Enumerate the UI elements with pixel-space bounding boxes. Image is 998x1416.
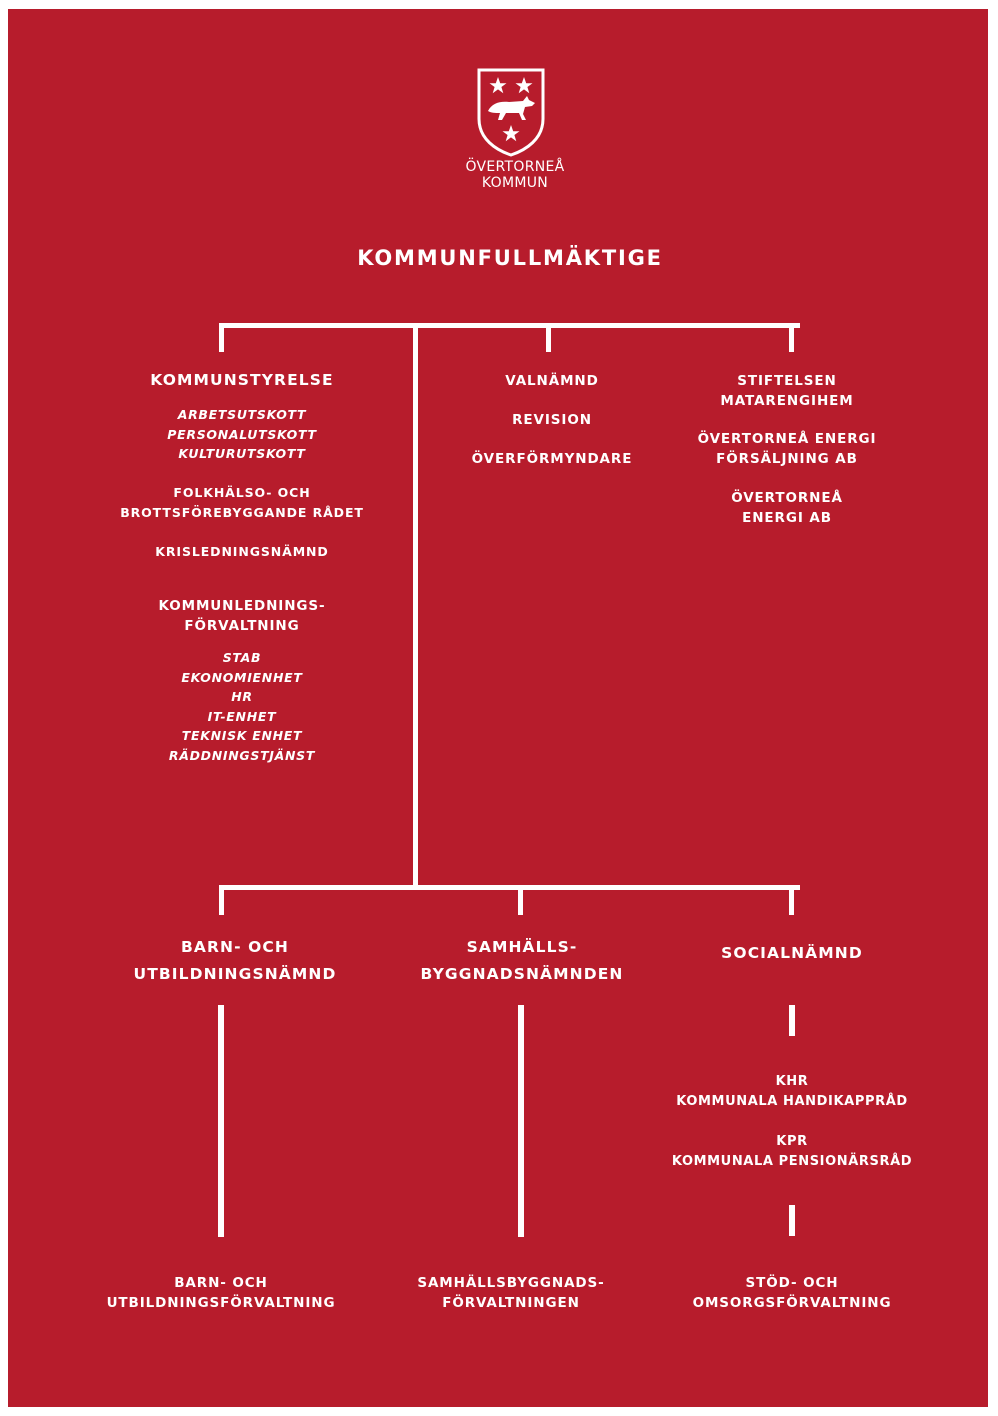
barn-forvaltning-line-2: UTBILDNINGSFÖRVALTNING (106, 1295, 336, 1311)
samhall-vertical-line (518, 1005, 524, 1237)
kpr-abbr: KPR (776, 1134, 808, 1149)
khr-rad: KHR KOMMUNALA HANDIKAPPRÅD (676, 1072, 907, 1112)
samhall-namnd-line-2: BYGGNADSNÄMNDEN (420, 965, 624, 983)
barn-vertical-line (218, 1005, 224, 1237)
energi-forsaljning-line-1: ÖVERTORNEÅ ENERGI (697, 431, 877, 447)
barn-namnd-line-2: UTBILDNINGSNÄMND (133, 965, 337, 983)
org-chart-poster: ÖVERTORNEÅ KOMMUN KOMMUNFULLMÄKTIGE KOMM… (8, 9, 988, 1407)
top-horizontal-line (219, 323, 800, 328)
revision: REVISION (512, 412, 592, 428)
social-vertical-line-upper (789, 1005, 795, 1036)
forvaltning-line-1: KOMMUNLEDNINGS- (158, 598, 326, 614)
bottom-drop-middle (518, 885, 523, 915)
bottom-drop-left (219, 885, 224, 915)
samhallsbyggnadsnamnden: SAMHÄLLS- BYGGNADSNÄMNDEN (421, 934, 624, 988)
kommunstyrelse-title: KOMMUNSTYRELSE (150, 371, 334, 389)
samhall-forvaltning-line-2: FÖRVALTNINGEN (442, 1295, 580, 1311)
logo-text: ÖVERTORNEÅ KOMMUN (465, 159, 564, 191)
main-vertical-line (413, 323, 418, 886)
khr-abbr: KHR (775, 1074, 809, 1089)
barn-forvaltning-line-1: BARN- OCH (174, 1275, 268, 1291)
stod-forvaltning-line-2: OMSORGSFÖRVALTNING (692, 1295, 892, 1311)
barn-namnd-line-1: BARN- OCH (181, 938, 289, 956)
enhet-item: STAB (222, 650, 262, 665)
enheter-list: STAB EKONOMIENHET HR IT-ENHET TEKNISK EN… (169, 648, 315, 765)
utskott-item: PERSONALUTSKOTT (167, 426, 317, 442)
stiftelsen-line-1: STIFTELSEN (737, 373, 837, 389)
social-vertical-line-lower (789, 1205, 795, 1236)
logo-text-line-2: KOMMUN (481, 175, 549, 191)
overtornea-energi-forsaljning: ÖVERTORNEÅ ENERGI FÖRSÄLJNING AB (698, 429, 877, 469)
overtornea-energi: ÖVERTORNEÅ ENERGI AB (731, 488, 843, 528)
logo-text-line-1: ÖVERTORNEÅ (465, 159, 565, 175)
enhet-item: EKONOMIENHET (181, 669, 303, 685)
page-title: KOMMUNFULLMÄKTIGE (357, 246, 663, 270)
utskott-item: KULTURUTSKOTT (178, 446, 306, 461)
enhet-item: RÄDDNINGSTJÄNST (168, 747, 316, 763)
enhet-item: TEKNISK ENHET (181, 728, 303, 743)
socialnamnd: SOCIALNÄMND (721, 944, 863, 962)
barn-utbildningsnamnd: BARN- OCH UTBILDNINGSNÄMND (134, 934, 337, 988)
stod-forvaltning-line-1: STÖD- OCH (745, 1275, 839, 1291)
enhet-item: IT-ENHET (207, 708, 277, 724)
folkhalso-line-1: FOLKHÄLSO- OCH (173, 485, 311, 500)
enhet-item: HR (231, 689, 253, 704)
kommunledningsforvaltning: KOMMUNLEDNINGS- FÖRVALTNING (158, 596, 325, 636)
khr-name: KOMMUNALA HANDIKAPPRÅD (676, 1094, 908, 1109)
bottom-horizontal-line (219, 885, 800, 890)
krisledningsnamnd: KRISLEDNINGSNÄMND (155, 544, 329, 559)
valnamnd: VALNÄMND (505, 373, 599, 389)
utskott-list: ARBETSUTSKOTT PERSONALUTSKOTT KULTURUTSK… (167, 405, 316, 464)
stiftelsen-line-2: MATARENGIHEM (720, 393, 854, 409)
samhall-namnd-line-1: SAMHÄLLS- (466, 938, 578, 956)
coat-of-arms-fox-stars-icon (477, 68, 545, 157)
stod-omsorgsforvaltning: STÖD- OCH OMSORGSFÖRVALTNING (693, 1273, 892, 1313)
energi-line-1: ÖVERTORNEÅ (731, 490, 843, 506)
kpr-rad: KPR KOMMUNALA PENSIONÄRSRÅD (672, 1132, 912, 1172)
top-drop-right (789, 323, 794, 352)
top-drop-left (219, 323, 224, 352)
forvaltning-line-2: FÖRVALTNING (184, 618, 300, 634)
energi-forsaljning-line-2: FÖRSÄLJNING AB (716, 451, 858, 467)
energi-line-2: ENERGI AB (742, 510, 832, 526)
bottom-drop-right (789, 885, 794, 915)
stiftelsen-matarengihem: STIFTELSEN MATARENGIHEM (720, 371, 853, 411)
top-drop-middle (546, 323, 551, 352)
samhallsbyggnadsforvaltningen: SAMHÄLLSBYGGNADS- FÖRVALTNINGEN (417, 1273, 604, 1313)
samhall-forvaltning-line-1: SAMHÄLLSBYGGNADS- (417, 1275, 605, 1291)
kpr-name: KOMMUNALA PENSIONÄRSRÅD (671, 1154, 913, 1169)
folkhalso-rad: FOLKHÄLSO- OCH BROTTSFÖREBYGGANDE RÅDET (120, 483, 364, 523)
overformyndare: ÖVERFÖRMYNDARE (471, 451, 633, 467)
barn-utbildningsforvaltning: BARN- OCH UTBILDNINGSFÖRVALTNING (107, 1273, 336, 1313)
folkhalso-line-2: BROTTSFÖREBYGGANDE RÅDET (120, 505, 364, 520)
utskott-item: ARBETSUTSKOTT (177, 407, 307, 422)
